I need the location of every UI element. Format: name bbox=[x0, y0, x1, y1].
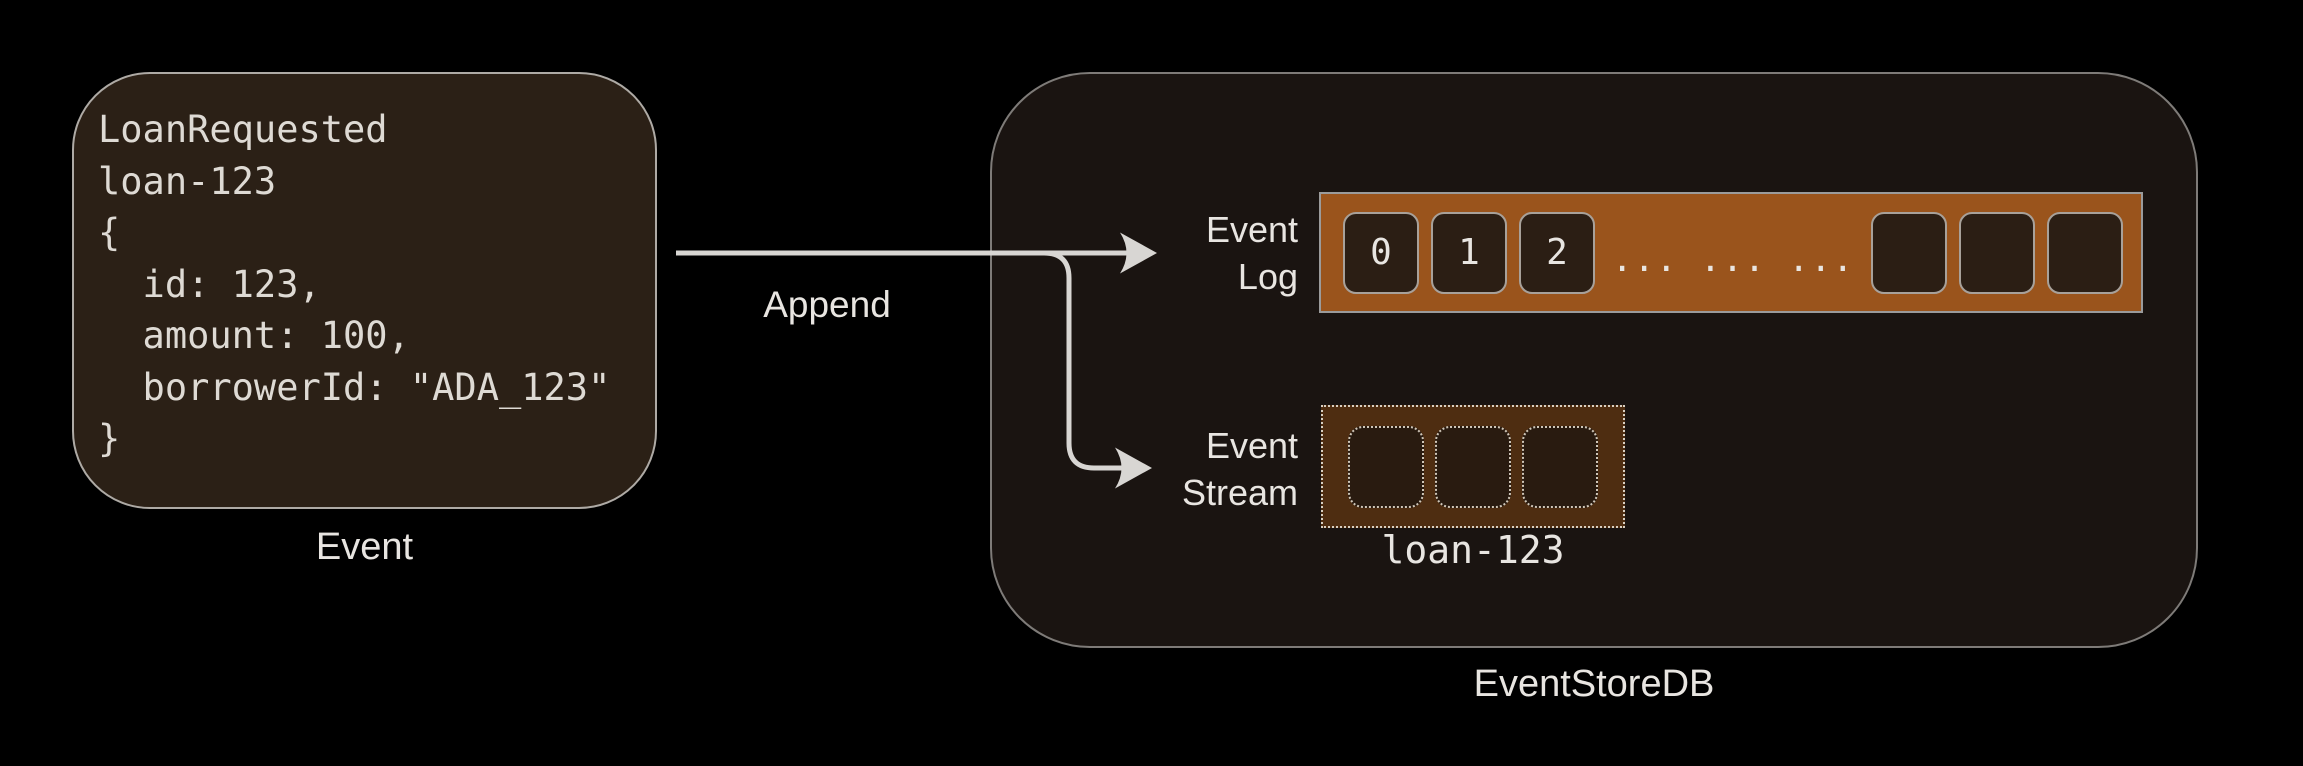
log-cell-empty bbox=[1959, 211, 2035, 294]
event-code: LoanRequested loan-123 { id: 123, amount: … bbox=[74, 74, 655, 465]
eventstoredb-container: Event Log 0 1 2 ... ... ... Event Stream… bbox=[990, 72, 2198, 648]
code-line: LoanRequested bbox=[98, 108, 388, 151]
code-line: id: 123, bbox=[98, 262, 321, 306]
event-log-label-line2: Log bbox=[1237, 256, 1298, 297]
stream-cell-placeholder bbox=[1348, 425, 1424, 508]
log-cell-0: 0 bbox=[1343, 211, 1419, 294]
code-line: } bbox=[98, 417, 121, 460]
event-stream-label: Event Stream bbox=[1098, 422, 1298, 516]
event-caption: Event bbox=[315, 526, 414, 568]
eventstoredb-caption: EventStoreDB bbox=[1473, 663, 1715, 705]
code-line: amount: 100, bbox=[98, 314, 410, 357]
log-cell-1: 1 bbox=[1431, 211, 1507, 294]
log-cell-2: 2 bbox=[1519, 211, 1595, 294]
log-cell-empty bbox=[1871, 211, 1947, 294]
event-stream-label-line1: Event bbox=[1205, 425, 1298, 466]
stream-cell-placeholder bbox=[1435, 425, 1511, 508]
stream-name-label: loan-123 bbox=[1381, 528, 1565, 572]
code-line: borrowerId: "ADA_123" bbox=[98, 365, 611, 409]
event-log-bar: 0 1 2 ... ... ... bbox=[1319, 192, 2143, 313]
event-log-label-line1: Event bbox=[1205, 209, 1298, 250]
event-card: LoanRequested loan-123 { id: 123, amount: … bbox=[72, 72, 657, 509]
code-line: loan-123 bbox=[98, 159, 277, 203]
append-label: Append bbox=[763, 284, 891, 325]
code-line: { bbox=[98, 211, 121, 254]
event-stream-box bbox=[1321, 405, 1625, 528]
log-cell-empty bbox=[2047, 211, 2123, 294]
log-ellipsis: ... ... ... bbox=[1611, 239, 1855, 280]
event-log-label: Event Log bbox=[1098, 206, 1298, 300]
event-stream-label-line2: Stream bbox=[1181, 472, 1298, 513]
stream-cell-placeholder bbox=[1522, 425, 1598, 508]
